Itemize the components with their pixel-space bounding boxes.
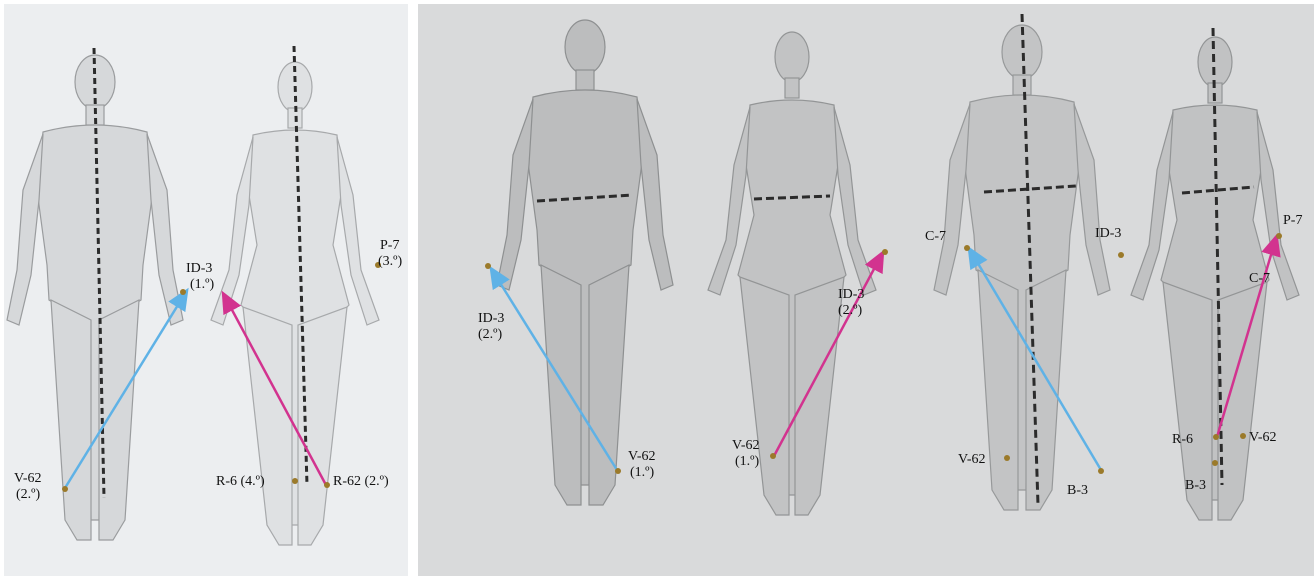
label-r62-left: R-62 (2.º) xyxy=(333,474,389,489)
point-id3-c xyxy=(1118,252,1124,258)
label-c7-b: C-7 xyxy=(1249,271,1270,286)
point-b3-a xyxy=(1098,468,1104,474)
label-b3-a: B-3 xyxy=(1067,483,1088,498)
label-p7-b: P-7 xyxy=(1283,213,1302,228)
label-v62-left: V-62(2.º) xyxy=(14,471,42,502)
label-id3-b: ID-3(2.º) xyxy=(838,287,864,318)
point-id3-a xyxy=(485,263,491,269)
point-c7-a xyxy=(964,245,970,251)
point-id3-b xyxy=(882,249,888,255)
label-v62-b: V-62(1.º) xyxy=(732,438,760,469)
label-id3-left: ID-3(1.º) xyxy=(186,261,215,292)
point-v62-b xyxy=(770,453,776,459)
label-r6-left: R-6 (4.º) xyxy=(216,474,265,489)
point-p7-b xyxy=(1276,233,1282,239)
point-r6-left xyxy=(292,478,298,484)
label-r6-b: R-6 xyxy=(1172,432,1193,447)
point-v62-d xyxy=(1240,433,1246,439)
right-male-figure-b xyxy=(934,25,1110,510)
label-v62-c: V-62 xyxy=(958,452,986,467)
point-v62-left xyxy=(62,486,68,492)
right-male-figure-a xyxy=(497,20,673,505)
point-r6-b xyxy=(1213,434,1219,440)
label-p7-left: P-7(3.º) xyxy=(378,238,403,269)
point-r62-left xyxy=(324,482,330,488)
point-id3-left xyxy=(180,289,186,295)
label-id3-c: ID-3 xyxy=(1095,226,1121,241)
label-id3-a: ID-3(2.º) xyxy=(478,311,504,342)
point-v62-c xyxy=(1004,455,1010,461)
label-c7-a: C-7 xyxy=(925,229,946,244)
label-v62-d: V-62 xyxy=(1249,430,1277,445)
point-v62-a xyxy=(615,468,621,474)
point-b3-b xyxy=(1212,460,1218,466)
label-b3-b: B-3 xyxy=(1185,478,1206,493)
label-v62-a: V-62(1.º) xyxy=(628,449,656,480)
left-female-figure xyxy=(211,62,379,545)
left-male-figure xyxy=(7,55,183,540)
